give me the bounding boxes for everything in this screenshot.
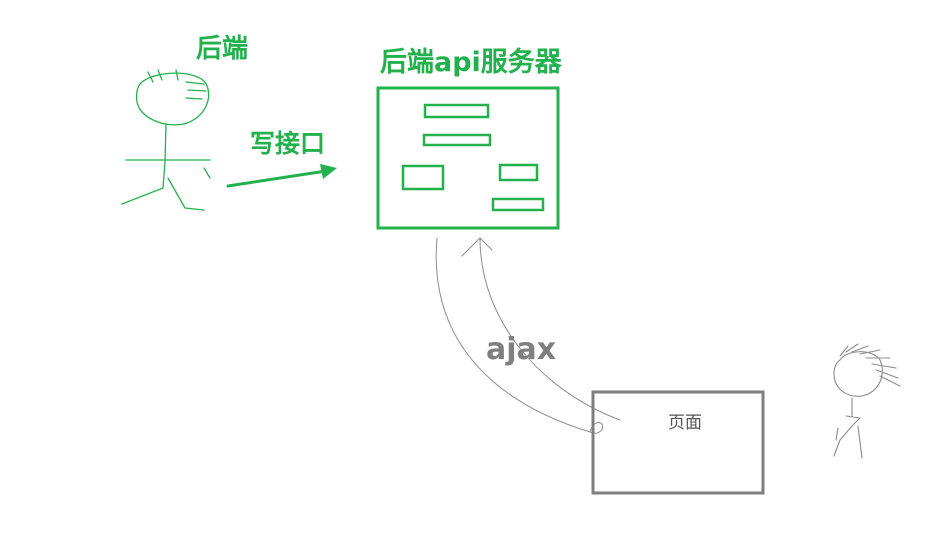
- ajax-curves: [435, 237, 621, 434]
- page-box: [591, 390, 765, 495]
- server-box: [376, 86, 560, 230]
- ajax-label: ajax: [486, 332, 557, 367]
- backend-label: 后端: [196, 34, 249, 64]
- backend-developer-figure: [121, 69, 211, 211]
- write-api-label: 写接口: [250, 129, 326, 158]
- write-api-arrow: [226, 164, 337, 188]
- server-label: 后端api服务器: [380, 47, 562, 78]
- page-label: 页面: [668, 413, 702, 433]
- frontend-user-figure: [833, 343, 901, 459]
